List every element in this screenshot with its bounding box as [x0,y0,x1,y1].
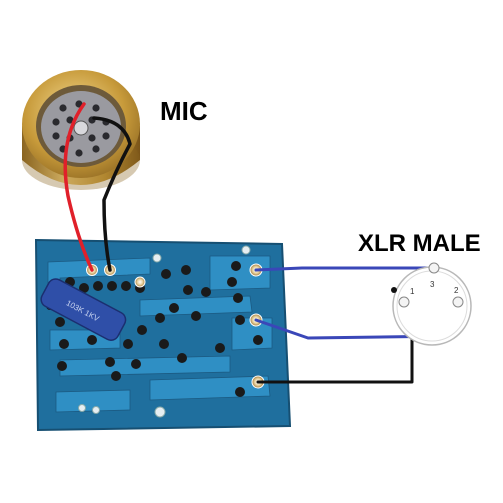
xlr-ground-solder [391,287,397,293]
pcb-holes [78,245,251,418]
mic-label: MIC [160,96,208,126]
xlr-pin-label-2: 2 [454,286,459,295]
pcb-board: 103K 1KV [34,238,292,432]
xlr-pin-label-1: 1 [410,287,415,296]
xlr-pin-1 [398,296,410,308]
wire-blue-pin3 [254,266,436,272]
xlr-pin-3 [428,262,440,274]
mic-center-terminal [73,120,89,136]
capacitor: 103K 1KV [40,278,127,341]
solder-joints [46,261,263,397]
xlr-pin-label-3: 3 [430,280,435,289]
xlr-connector: 1 2 3 [391,262,472,346]
wire-mic-red [63,102,94,272]
pcb-pad-aux [134,276,146,288]
capacitor-body [40,278,127,341]
wire-mic-black [92,116,132,272]
xlr-pin-2 [452,296,464,308]
xlr-label: XLR MALE [358,230,481,257]
